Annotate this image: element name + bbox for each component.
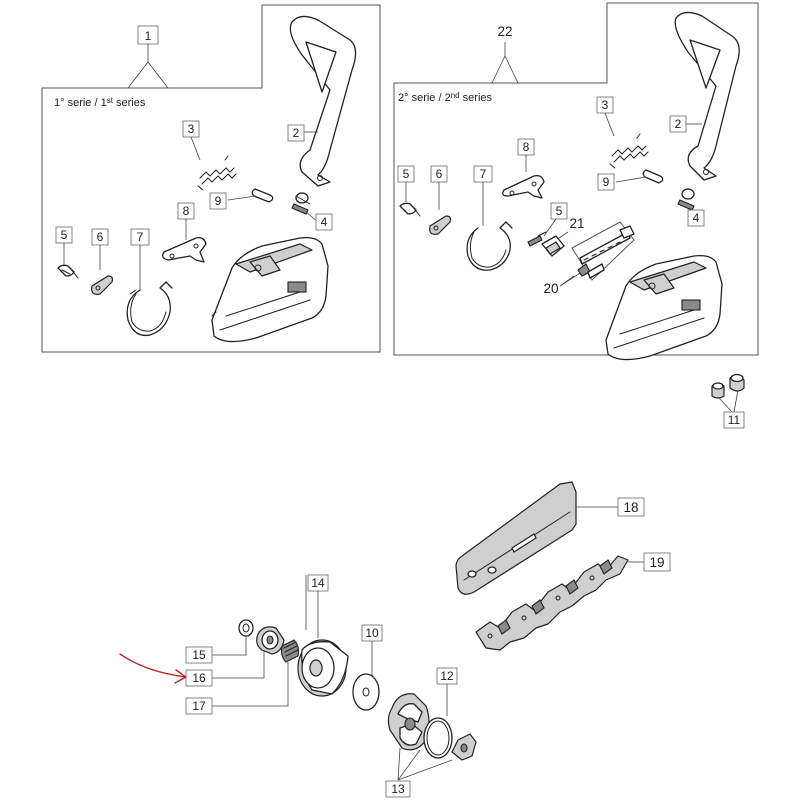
label-16: 16 [192,671,206,685]
flat-washer-part [352,673,380,711]
label-22: 22 [497,24,512,39]
leader-11 [718,389,739,413]
chain-cover-part [211,236,329,343]
series-label-first: 1° serie / 1st series [54,96,146,109]
label-2b: 2 [675,117,682,131]
leader-14 [305,575,319,638]
label-1: 1 [145,29,152,43]
label-19: 19 [649,555,664,570]
label-box-5c [550,202,568,220]
label-13: 13 [391,782,405,796]
label-box-19 [643,552,671,572]
label-4b: 4 [693,211,700,225]
spring-part-2 [609,133,649,169]
leader-16 [212,650,265,679]
label-11: 11 [728,413,741,427]
label-box-13 [385,780,411,798]
label-15: 15 [192,648,206,662]
lever-part-2 [502,174,545,199]
chain-tensioner-part [571,221,635,281]
label-20: 20 [543,281,558,296]
lever-part [162,236,207,263]
series-label-second: 2° serie / 2nd series [398,91,493,104]
panel-second-series: 2° serie / 2nd series 22 2 3 9 [393,2,759,361]
leader-3a [190,136,201,161]
label-17: 17 [192,699,206,713]
label-2a: 2 [293,126,300,140]
label-9a: 9 [215,194,222,208]
leader-15 [212,636,247,656]
label-box-4a [315,213,333,231]
saw-chain-part [475,555,629,651]
label-box-9a [209,192,227,210]
nuts-part [711,373,745,399]
pin-part [251,188,274,203]
panel-first-series: 1° serie / 1st series 1 2 3 9 [41,4,381,353]
label-5b: 5 [403,167,410,181]
small-screw-part [527,231,547,247]
highlight-arrow [119,653,188,684]
label-4a: 4 [321,215,328,229]
label-21: 21 [569,216,584,231]
label-box-4b [687,209,705,227]
label-7a: 7 [137,230,144,244]
label-5c: 5 [556,204,563,218]
leader-9b [615,176,647,183]
leader-17 [212,662,289,707]
tensioner-nut-part [541,235,565,257]
label-9b: 9 [603,175,610,189]
chain-cover-part-2 [605,254,723,361]
label-box-2b [669,115,687,133]
screw-part [57,264,79,279]
clutch-shoes-part [387,693,477,761]
bearing-part [256,626,285,655]
screw-part-2 [399,202,421,217]
washer-part [238,619,254,637]
clip-part-2 [677,188,695,211]
label-3b: 3 [602,98,609,112]
leader-22 [491,42,519,84]
label-8b: 8 [523,140,530,154]
leader-5c [543,218,557,237]
label-box-15 [185,646,213,664]
pin-part-2 [642,169,664,184]
leader-3b [604,112,615,137]
guide-bar-part [455,481,577,595]
label-18: 18 [623,500,638,515]
label-7b: 7 [480,167,487,181]
clip-part [291,192,311,215]
clutch-drum-part [297,639,349,697]
label-14: 14 [311,576,325,590]
label-6a: 6 [97,230,104,244]
label-box-17 [185,697,213,715]
label-8a: 8 [183,204,190,218]
label-3a: 3 [188,122,195,136]
panel-frame-right [393,2,759,356]
leader-13 [397,747,453,781]
plate-part-2 [429,215,452,235]
leader-9a [227,195,257,201]
label-box-2a [287,124,305,142]
label-box-16 [185,669,213,687]
brake-band-part-2 [466,221,513,271]
label-10: 10 [365,626,379,640]
needle-bearing-part [280,639,300,663]
label-5a: 5 [61,228,68,242]
brake-band-part [126,281,173,337]
label-box-9b [597,173,615,191]
leader-1 [127,44,169,89]
spring-part [197,155,237,191]
label-box-18 [617,497,645,517]
panel-frame-left [41,4,381,353]
handle-guard-part-2 [674,11,740,181]
plate-part [91,275,114,295]
label-box-11 [723,411,745,429]
label-12: 12 [440,669,454,683]
label-6b: 6 [436,167,443,181]
handle-guard-part [289,15,357,187]
